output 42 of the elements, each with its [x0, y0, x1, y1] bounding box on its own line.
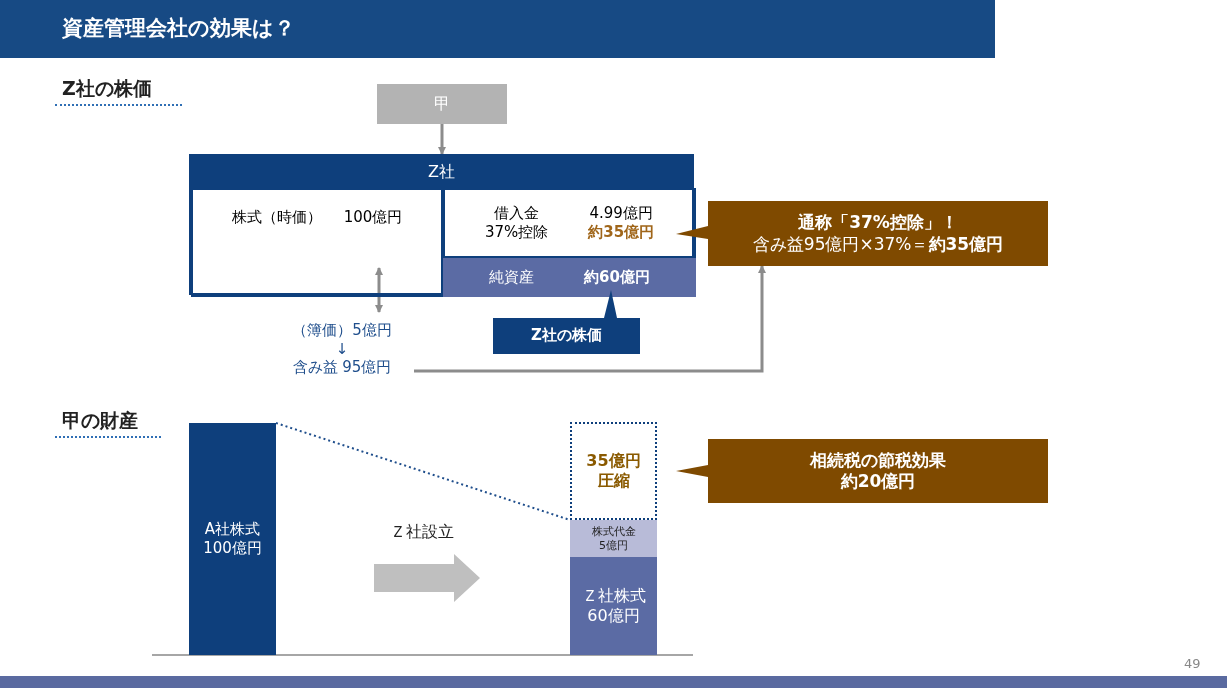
cell-text: 借入金 [493, 204, 541, 223]
note-text: （簿価）5億円 [292, 320, 392, 340]
bar-label: 株式代金5億円 [590, 524, 637, 553]
callout-box [676, 201, 1048, 266]
person-box [377, 84, 507, 124]
cell-text: 純資産 [489, 268, 535, 287]
bar-label: Ｚ社株式60億円 [580, 586, 647, 626]
stock-bar-segment [570, 557, 657, 655]
company-title: Z社 [191, 156, 692, 188]
page-number: 49 [1184, 656, 1201, 671]
company-box [189, 154, 694, 295]
slide-title: 資産管理会社の効果は？ [62, 15, 295, 42]
callout-text: 通称「37%控除」！ [798, 212, 958, 234]
dotted-line [275, 422, 571, 521]
cell-text: 37%控除 [484, 223, 549, 242]
node-label: 甲 [434, 94, 450, 114]
cell-text: 100億円 [343, 208, 403, 227]
note-text: 含み益 95億円 [292, 358, 392, 378]
arrow [414, 265, 766, 373]
callout-text: 約20億円 [840, 471, 916, 493]
net-assets-cell [443, 258, 696, 297]
cell-text: 株式（時価） [231, 208, 322, 227]
cell-text: 約60億円 [584, 268, 650, 287]
section-heading: Z社の株価 [62, 76, 152, 101]
stock-bar [189, 423, 276, 655]
bar-label: A社株式100億円 [202, 520, 263, 558]
section-heading: 甲の財産 [62, 408, 138, 433]
arrow [438, 124, 446, 155]
arrow [375, 267, 383, 313]
callout-box [676, 439, 1048, 503]
stock-bar-segment [570, 520, 657, 557]
cell-text: 4.99億円 [588, 204, 654, 223]
callout-text: 相続税の節税効果 [810, 449, 946, 471]
cell-text: 約35億円 [588, 223, 655, 242]
bar-label: 35億円圧縮 [586, 451, 641, 491]
arrow-label: Ｚ社設立 [390, 522, 454, 543]
liability-cell [443, 188, 696, 258]
asset-cell [191, 188, 443, 297]
callout-text: 含み益95億円×37%＝約35億円 [752, 233, 1004, 255]
callout-text: Z社の株価 [531, 326, 602, 345]
callout-box [493, 290, 640, 354]
note-text: ↓ [335, 339, 349, 359]
